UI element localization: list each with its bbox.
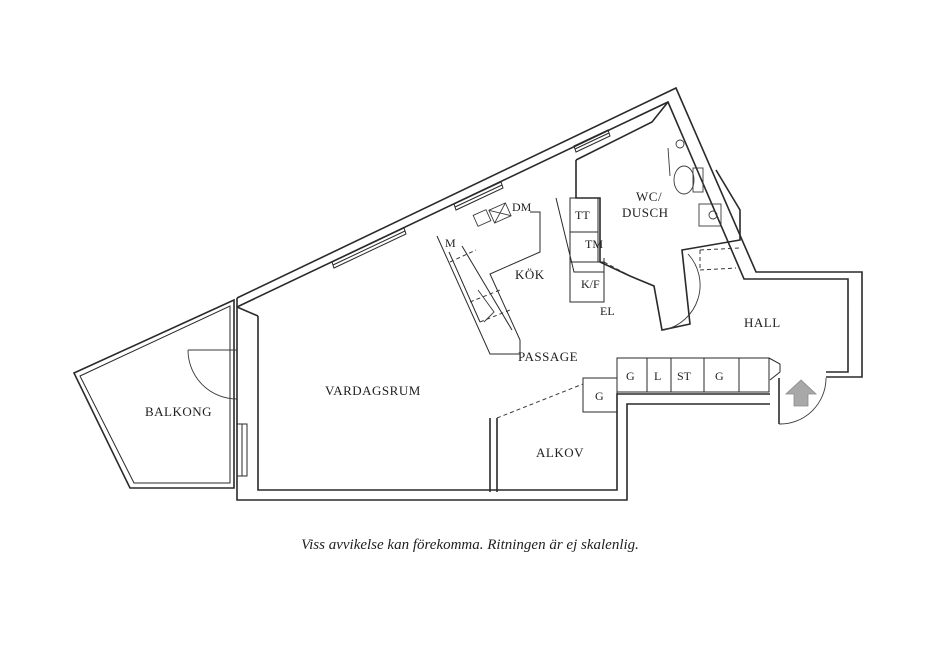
fixture-label-m: M xyxy=(445,236,456,250)
bathroom xyxy=(575,101,741,331)
room-label-balkong: BALKONG xyxy=(145,404,212,419)
fixture-label-tt: TT xyxy=(575,208,590,222)
room-label-alkov: ALKOV xyxy=(536,445,584,460)
entrance-door xyxy=(778,377,827,425)
entrance-arrow-icon xyxy=(784,379,818,407)
room-label-wc: WC/ xyxy=(636,189,662,204)
room-label-kok: KÖK xyxy=(515,267,545,282)
room-label-vardagsrum: VARDAGSRUM xyxy=(325,383,421,398)
closets xyxy=(582,357,781,413)
fixture-label-kf: K/F xyxy=(581,277,600,291)
balcony-door xyxy=(187,349,238,400)
fixture-label-g1: G xyxy=(626,369,635,383)
alcove-partition xyxy=(489,383,584,492)
room-label-dusch: DUSCH xyxy=(622,205,669,220)
windows xyxy=(236,129,611,477)
fixture-label-st: ST xyxy=(677,369,692,383)
disclaimer-caption: Viss avvikelse kan förekomma. Ritningen … xyxy=(301,537,639,553)
fixture-label-el: EL xyxy=(600,304,615,318)
kitchen xyxy=(436,202,541,355)
fixture-label-l: L xyxy=(654,369,661,383)
fixture-label-dm: DM xyxy=(512,200,532,214)
exterior-walls xyxy=(236,86,863,501)
fixture-label-tm: TM xyxy=(585,237,603,251)
balcony xyxy=(72,298,235,489)
fixture-label-g2: G xyxy=(715,369,724,383)
room-label-hall: HALL xyxy=(744,315,781,330)
fixture-label-g3: G xyxy=(595,389,604,403)
room-label-passage: PASSAGE xyxy=(518,349,578,364)
